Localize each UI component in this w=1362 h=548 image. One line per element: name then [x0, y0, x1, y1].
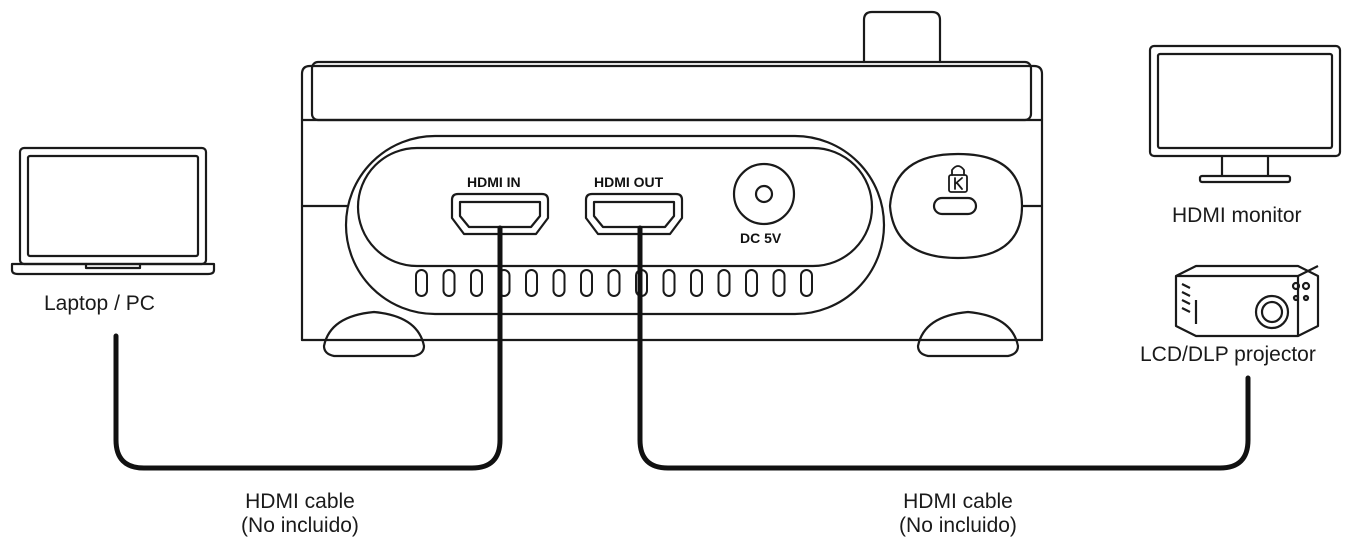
vent-slot: [552, 269, 566, 297]
vent-slot: [525, 269, 538, 297]
projector-icon: [1174, 264, 1320, 338]
vent-slot: [717, 269, 731, 297]
cable-right-line1: HDMI cable: [903, 490, 1013, 513]
hdmi-in-label: HDMI IN: [467, 174, 521, 190]
vent-slot: [607, 269, 621, 297]
kensington-lock-icon: [948, 165, 968, 193]
hdmi-out-port: [584, 192, 684, 236]
vent-slot: [800, 269, 813, 297]
vent-slot: [580, 269, 593, 297]
vent-slot: [662, 269, 676, 297]
monitor-label: HDMI monitor: [1172, 204, 1302, 227]
cable-right-caption: HDMI cable (No incluido): [878, 490, 1038, 538]
dc-power-port: [732, 162, 796, 226]
hdmi-in-port: [450, 192, 550, 236]
vent-slots: [415, 269, 813, 297]
cable-right-line2: (No incluido): [899, 514, 1017, 537]
vent-slot: [772, 269, 786, 297]
document-camera-device: [300, 10, 1044, 358]
laptop-label: Laptop / PC: [44, 292, 155, 315]
monitor-icon: [1148, 44, 1342, 184]
vent-slot: [470, 269, 483, 297]
vent-slot: [415, 269, 428, 297]
projector-label: LCD/DLP projector: [1140, 343, 1316, 366]
cable-left-caption: HDMI cable (No incluido): [220, 490, 380, 538]
vent-slot: [745, 269, 758, 297]
hdmi-out-label: HDMI OUT: [594, 174, 664, 190]
hdmi-cable-left: [113, 225, 503, 471]
vent-slot: [442, 269, 456, 297]
laptop-icon: [10, 146, 216, 276]
cable-left-line2: (No incluido): [241, 514, 359, 537]
cable-left-line1: HDMI cable: [245, 490, 355, 513]
dc-5v-label: DC 5V: [740, 230, 782, 246]
vent-slot: [690, 269, 703, 297]
hdmi-cable-right: [637, 225, 1251, 471]
